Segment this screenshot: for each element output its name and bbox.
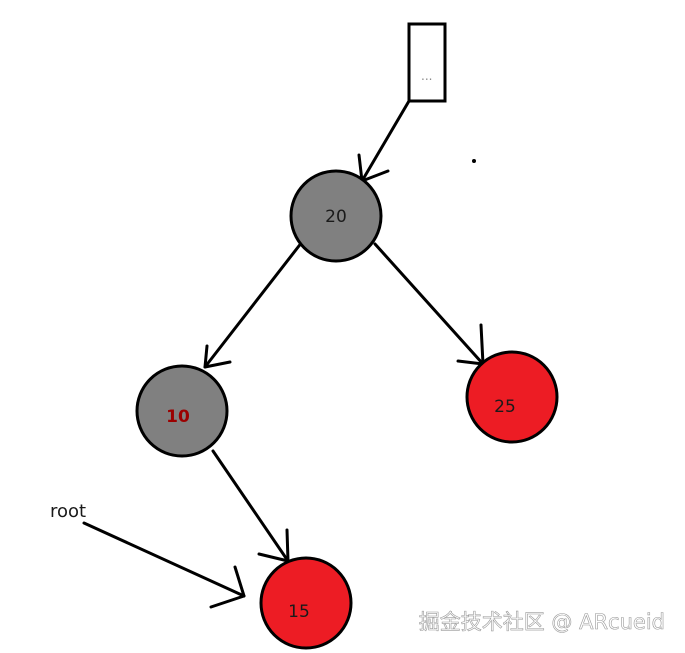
edge-20-to-25 (373, 242, 485, 366)
root-label: root (50, 501, 86, 522)
edge-root-to-15 (82, 521, 246, 598)
node-10 (135, 364, 229, 458)
edges (82, 99, 485, 609)
node-20-label: 20 (325, 207, 347, 227)
node-10-label: 10 (166, 407, 190, 427)
parent-box (407, 22, 447, 103)
node-20 (289, 169, 383, 263)
arrowhead-20-to-10 (203, 344, 232, 369)
edge-10-to-15 (211, 449, 290, 563)
edge-20-to-10 (203, 240, 304, 369)
node-15-label: 15 (288, 602, 310, 622)
node-25-label: 25 (494, 397, 516, 417)
edge-box-to-20 (360, 99, 411, 183)
parent-box-label: ... (421, 69, 432, 83)
node-15 (259, 556, 353, 650)
stray-dot (472, 159, 476, 163)
node-25 (465, 350, 559, 444)
arrowhead-root-to-15 (209, 565, 246, 609)
watermark: 掘金技术社区 @ ARcueid (419, 610, 665, 634)
